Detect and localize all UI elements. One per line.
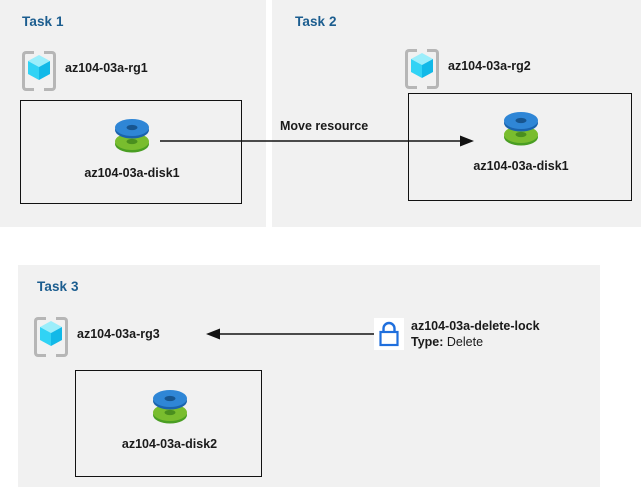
- disk-label-task2: az104-03a-disk1: [473, 159, 569, 173]
- azure-resource-group-icon: [405, 48, 439, 89]
- resource-group-task1: az104-03a-rg1: [22, 50, 148, 91]
- azure-disk-icon: [504, 112, 538, 146]
- delete-lock-name: az104-03a-delete-lock: [411, 319, 540, 333]
- azure-resource-group-icon: [34, 316, 68, 357]
- panel-task3-title: Task 3: [37, 279, 79, 294]
- disk-label-task1: az104-03a-disk1: [84, 166, 180, 180]
- delete-lock-text: az104-03a-delete-lock Type: Delete: [411, 318, 540, 350]
- disk-label-task3: az104-03a-disk2: [121, 437, 218, 451]
- panel-task3: Task 3 az104-03a-rg3: [18, 265, 600, 487]
- resource-box-task2: az104-03a-disk1: [408, 93, 632, 201]
- cube-glyph: [40, 321, 62, 346]
- move-resource-arrow: [160, 135, 474, 147]
- resource-group-task3: az104-03a-rg3: [34, 316, 160, 357]
- azure-disk-icon: [152, 390, 187, 424]
- delete-lock-type-key: Type:: [411, 335, 444, 349]
- disk-task1: az104-03a-disk1: [21, 115, 243, 180]
- delete-lock-type-value: Delete: [446, 335, 484, 349]
- resource-group-label-task3: az104-03a-rg3: [77, 327, 160, 341]
- resource-group-task2: az104-03a-rg2: [405, 48, 531, 89]
- resource-group-label-task2: az104-03a-rg2: [448, 59, 531, 73]
- panel-task2-title: Task 2: [295, 14, 337, 29]
- panel-task1-title: Task 1: [22, 14, 64, 29]
- disk-task3: az104-03a-disk2: [76, 386, 263, 451]
- delete-lock-annotation: az104-03a-delete-lock Type: Delete: [374, 318, 540, 350]
- delete-lock-type: Type: Delete: [411, 334, 540, 350]
- resource-box-task1: az104-03a-disk1: [20, 100, 242, 204]
- panel-task1: Task 1 az104-03a-rg1: [0, 0, 266, 227]
- cube-glyph: [411, 53, 433, 78]
- move-resource-label: Move resource: [280, 119, 369, 133]
- disk-task2: az104-03a-disk1: [409, 108, 633, 173]
- azure-resource-group-icon: [22, 50, 56, 91]
- resource-box-task3: az104-03a-disk2: [75, 370, 262, 477]
- panel-task2: Task 2 az104-03a-rg2: [272, 0, 641, 227]
- delete-lock-arrow: [206, 328, 374, 340]
- padlock-icon: [374, 318, 404, 350]
- azure-disk-icon: [115, 119, 149, 153]
- cube-glyph: [28, 55, 50, 80]
- resource-group-label-task1: az104-03a-rg1: [65, 61, 148, 75]
